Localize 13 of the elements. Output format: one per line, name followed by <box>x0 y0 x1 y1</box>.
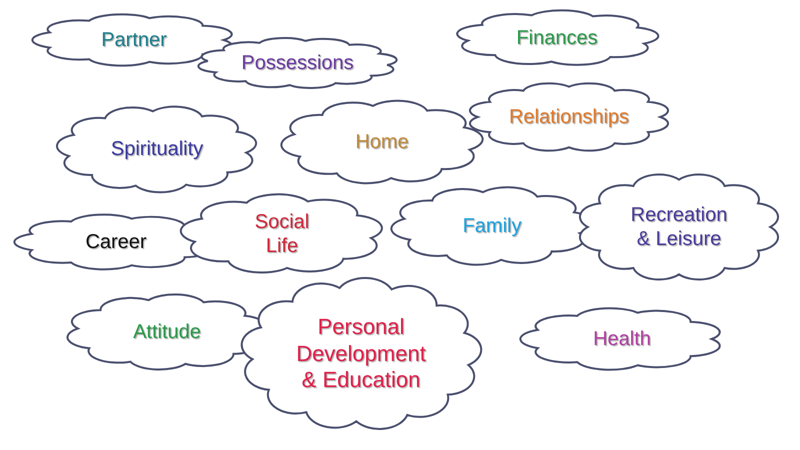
cloud-label: Spirituality <box>110 137 204 161</box>
cloud-label: Relationships <box>508 105 630 129</box>
cloud-label: Career <box>85 230 147 254</box>
cloud-label: Health <box>593 327 651 351</box>
cloud-label: Personal Development & Education <box>296 314 426 394</box>
cloud-label: Partner <box>101 28 167 52</box>
cloud-label: Recreation & Leisure <box>630 203 728 251</box>
cloud-label: Possessions <box>241 51 354 75</box>
cloud-label: Home <box>355 130 409 154</box>
cloud-label: Family <box>462 214 522 238</box>
cloud-label: Finances <box>516 26 598 50</box>
cloud-label: Attitude <box>133 320 201 344</box>
cloud-label: Social Life <box>254 210 310 258</box>
